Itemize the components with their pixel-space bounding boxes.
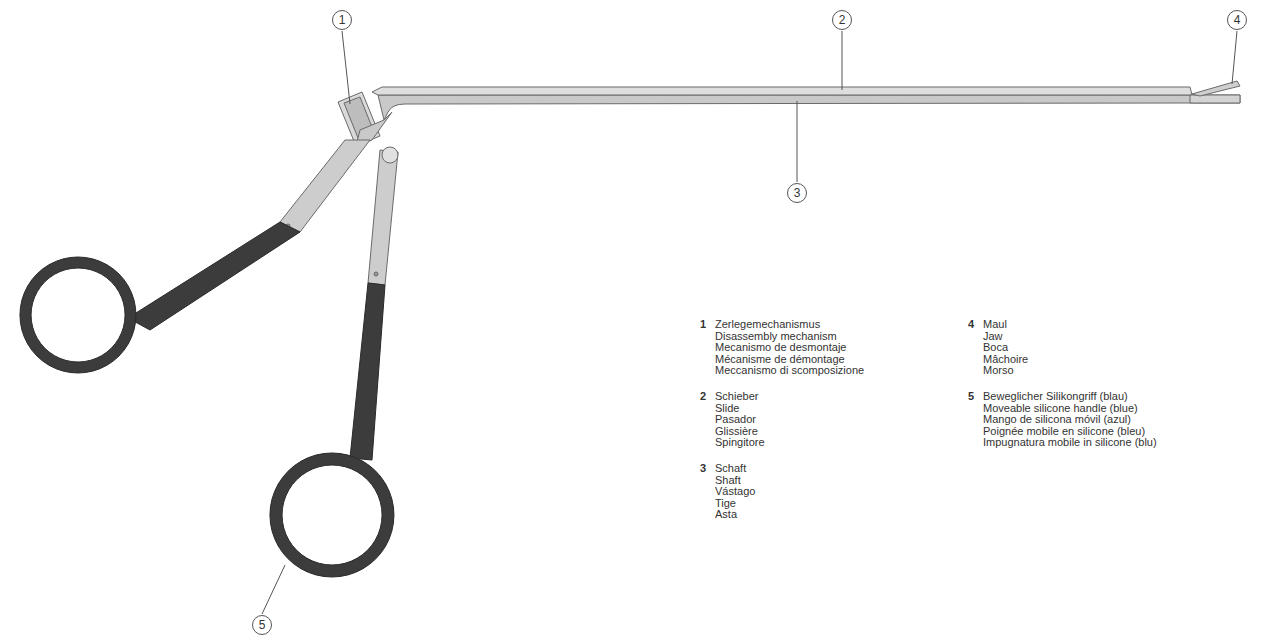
- legend-number: 2: [700, 390, 706, 403]
- callout-number: 2: [839, 14, 846, 26]
- part-name: Jaw: [983, 330, 1003, 343]
- part-name: Schieber: [715, 390, 758, 403]
- part-name: Poignée mobile en silicone (bleu): [983, 425, 1145, 438]
- legend-number: 4: [968, 318, 974, 331]
- fixed-handle-grip: [128, 222, 300, 330]
- part-name: Vástago: [715, 485, 755, 498]
- callout-number: 3: [794, 187, 801, 199]
- part-name: Boca: [983, 341, 1008, 354]
- part-name: Meccanismo di scomposizione: [715, 364, 864, 377]
- fixed-ring: [20, 257, 136, 373]
- legend-number: 1: [700, 318, 706, 331]
- callout-number: 1: [339, 14, 346, 26]
- part-name: Mango de silicona móvil (azul): [983, 413, 1131, 426]
- part-name: Impugnatura mobile in silicone (blu): [983, 436, 1157, 449]
- hinge-screw: [382, 147, 398, 163]
- part-name: Glissière: [715, 425, 758, 438]
- part-name: Shaft: [715, 474, 741, 487]
- part-name: Mâchoire: [983, 353, 1028, 366]
- part-name: Mécanisme de démontage: [715, 353, 845, 366]
- silicone-handles: [20, 222, 394, 577]
- part-name: Beweglicher Silikongriff (blau): [983, 390, 1128, 403]
- legend-number: 5: [968, 390, 974, 403]
- part-name: Asta: [715, 508, 737, 521]
- callout-number: 5: [259, 619, 266, 631]
- part-name: Zerlegemechanismus: [715, 318, 820, 331]
- forceps: [280, 81, 1240, 285]
- part-name: Tige: [715, 497, 736, 510]
- callout-number: 4: [1234, 14, 1241, 26]
- part-name: Disassembly mechanism: [715, 330, 837, 343]
- callout-circle: 2: [832, 10, 852, 30]
- jaw-lower: [1190, 95, 1240, 103]
- part-name: Morso: [983, 364, 1014, 377]
- part-name: Moveable silicone handle (blue): [983, 402, 1138, 415]
- jaw-upper: [1192, 81, 1240, 96]
- part-name: Slide: [715, 402, 739, 415]
- leader-line: [1232, 31, 1237, 84]
- moveable-ring: [270, 453, 394, 577]
- part-name: Maul: [983, 318, 1007, 331]
- part-name: Pasador: [715, 413, 756, 426]
- slide: [372, 87, 1192, 95]
- leader-line: [842, 31, 843, 90]
- part-name: Schaft: [715, 462, 746, 475]
- legend-number: 3: [700, 462, 706, 475]
- leader-line: [342, 31, 350, 104]
- rivet: [374, 272, 378, 276]
- moveable-handle-metal: [368, 150, 398, 285]
- callout-circle: 4: [1227, 10, 1247, 30]
- moveable-handle-grip: [350, 283, 385, 460]
- callout-circle: 1: [332, 10, 352, 30]
- fixed-handle-metal: [280, 140, 370, 232]
- callout-circle: 3: [787, 183, 807, 203]
- shaft: [378, 95, 1240, 120]
- leader-line: [797, 101, 798, 182]
- leader-line: [262, 565, 285, 614]
- leader-lines: [262, 31, 1237, 614]
- callout-circle: 5: [252, 615, 272, 635]
- part-name: Spingitore: [715, 436, 765, 449]
- part-name: Mecanismo de desmontaje: [715, 341, 846, 354]
